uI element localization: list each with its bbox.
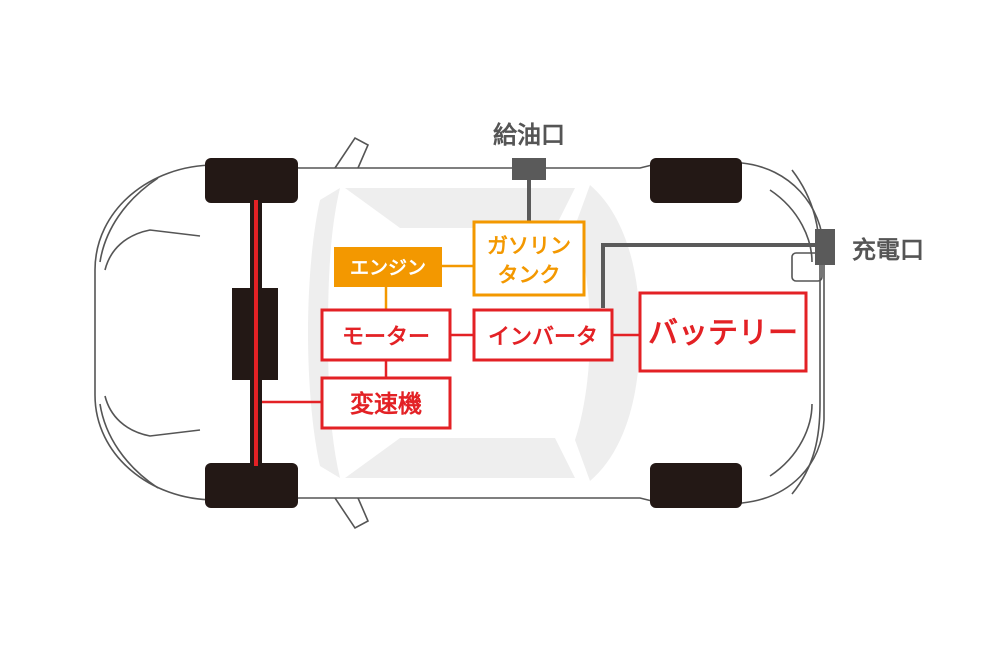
wheel-rear-bottom	[205, 463, 298, 508]
fuel-port-label: 給油口	[493, 121, 565, 149]
text-labels: 給油口 充電口 エンジン ガソリン タンク モーター インバータ バッテリー 変…	[342, 121, 924, 418]
rear-light-lower	[99, 403, 159, 489]
transmission-box	[320, 376, 452, 430]
fuel-port-box	[512, 158, 546, 180]
wheel-front-bottom	[650, 463, 742, 508]
wheel-rear-top	[205, 158, 298, 203]
side-window-bottom	[345, 438, 575, 478]
transmission-label: 変速機	[350, 390, 422, 418]
battery-box	[638, 291, 808, 373]
wheel-front-top	[650, 158, 742, 203]
inverter-label: インバータ	[488, 325, 598, 350]
side-window-top	[345, 188, 575, 228]
battery-label: バッテリー	[648, 316, 798, 351]
charge-line	[601, 243, 817, 308]
rear-bumper-line-2	[104, 395, 201, 437]
headlight-upper	[769, 189, 813, 263]
charge-port-box	[815, 229, 835, 265]
motor-box	[320, 308, 452, 362]
rear-bumper-line	[104, 229, 201, 271]
wheels	[205, 158, 742, 508]
fuel-tank-box	[472, 220, 586, 297]
engine-label: エンジン	[350, 257, 426, 279]
mirror-bottom	[334, 497, 370, 530]
charge-port-label: 充電口	[852, 236, 924, 264]
fuel-tank-label-1: ガソリン	[487, 234, 571, 258]
engine-box	[334, 247, 442, 287]
motor-label: モーター	[342, 325, 430, 350]
fuel-tank-label-2: タンク	[498, 263, 561, 287]
front-grille	[791, 252, 823, 282]
rear-light-upper	[99, 177, 159, 263]
connections	[262, 178, 817, 404]
inverter-box	[472, 308, 614, 362]
headlight-lower	[769, 403, 813, 477]
mirror-top	[334, 136, 370, 169]
